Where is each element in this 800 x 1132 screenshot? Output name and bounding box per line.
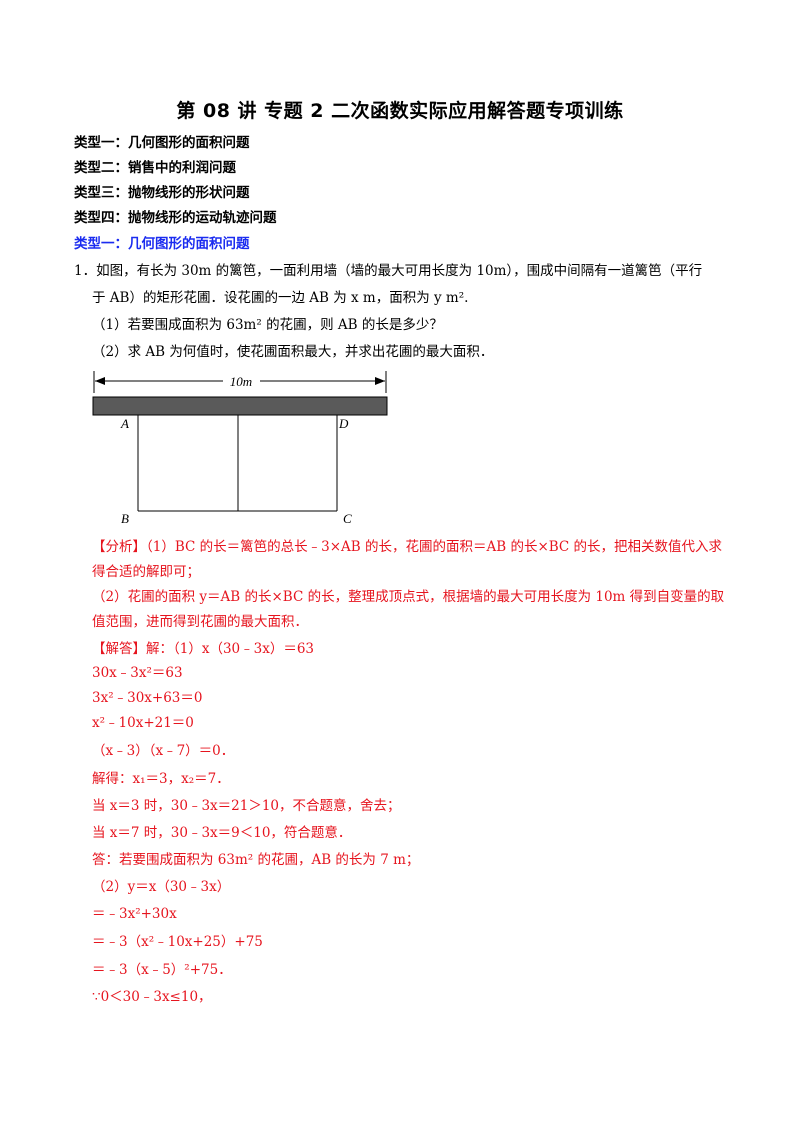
solution-line: 当 x＝3 时，30﹣3x＝21＞10，不合题意，舍去； — [92, 798, 401, 814]
type-list-item: 类型二：销售中的利润问题 — [74, 160, 236, 176]
solution-line: 3x²﹣30x+63＝0 — [92, 690, 203, 706]
solution-line: 解得：x₁＝3，x₂＝7． — [92, 771, 230, 787]
analysis-text: 得合适的解即可； — [92, 564, 200, 580]
solution-line: ∵0＜30﹣3x≤10， — [92, 989, 212, 1005]
point-c-label: C — [343, 511, 352, 526]
point-d-label: D — [338, 416, 349, 431]
question-1: （1）若要围成面积为 63m² 的花圃，则 AB 的长是多少？ — [92, 317, 443, 333]
analysis-text: 【分析】（1）BC 的长＝篱笆的总长﹣3×AB 的长，花圃的面积＝AB 的长×B… — [92, 539, 723, 555]
dimension-label: 10m — [230, 374, 252, 389]
problem-text: 1．如图，有长为 30m 的篱笆，一面利用墙（墙的最大可用长度为 10m），围成… — [74, 263, 703, 279]
point-a-label: A — [120, 416, 129, 431]
dimension-arrow-left — [95, 377, 105, 385]
solution-line: 【解答】解：（1）x（30﹣3x）＝63 — [92, 641, 315, 657]
question-2: （2）求 AB 为何值时，使花圃面积最大，并求出花圃的最大面积． — [92, 344, 494, 360]
solution-line: 30x﹣3x²＝63 — [92, 665, 183, 681]
analysis-text: 值范围，进而得到花圃的最大面积． — [92, 614, 308, 630]
point-b-label: B — [121, 511, 129, 526]
solution-line: （2）y＝x（30﹣3x） — [92, 879, 231, 895]
analysis-text: （2）花圃的面积 y＝AB 的长×BC 的长，整理成顶点式，根据墙的最大可用长度… — [92, 589, 725, 605]
type-list-item: 类型三：抛物线形的形状问题 — [74, 185, 250, 201]
solution-line: 当 x＝7 时，30﹣3x＝9＜10，符合题意． — [92, 825, 352, 841]
dimension-arrow-right — [375, 377, 385, 385]
problem-text: 于 AB）的矩形花圃．设花圃的一边 AB 为 x m，面积为 y m². — [92, 290, 469, 306]
garden-figure: 10m A B C D — [88, 366, 393, 531]
type-list-item: 类型四：抛物线形的运动轨迹问题 — [74, 210, 277, 226]
wall — [92, 396, 388, 416]
section-heading: 类型一：几何图形的面积问题 — [74, 236, 250, 252]
page-title: 第 08 讲 专题 2 二次函数实际应用解答题专项训练 — [176, 100, 624, 122]
solution-line: ＝﹣3x²+30x — [92, 906, 177, 922]
solution-line: 答：若要围成面积为 63m² 的花圃，AB 的长为 7 m； — [92, 852, 420, 868]
solution-line: x²﹣10x+21＝0 — [92, 715, 194, 731]
solution-line: ＝﹣3（x﹣5）²+75． — [92, 962, 232, 978]
solution-line: ＝﹣3（x²﹣10x+25）+75 — [92, 934, 263, 950]
solution-line: （x﹣3）（x﹣7）＝0． — [92, 743, 235, 759]
type-list-item: 类型一：几何图形的面积问题 — [74, 135, 250, 151]
